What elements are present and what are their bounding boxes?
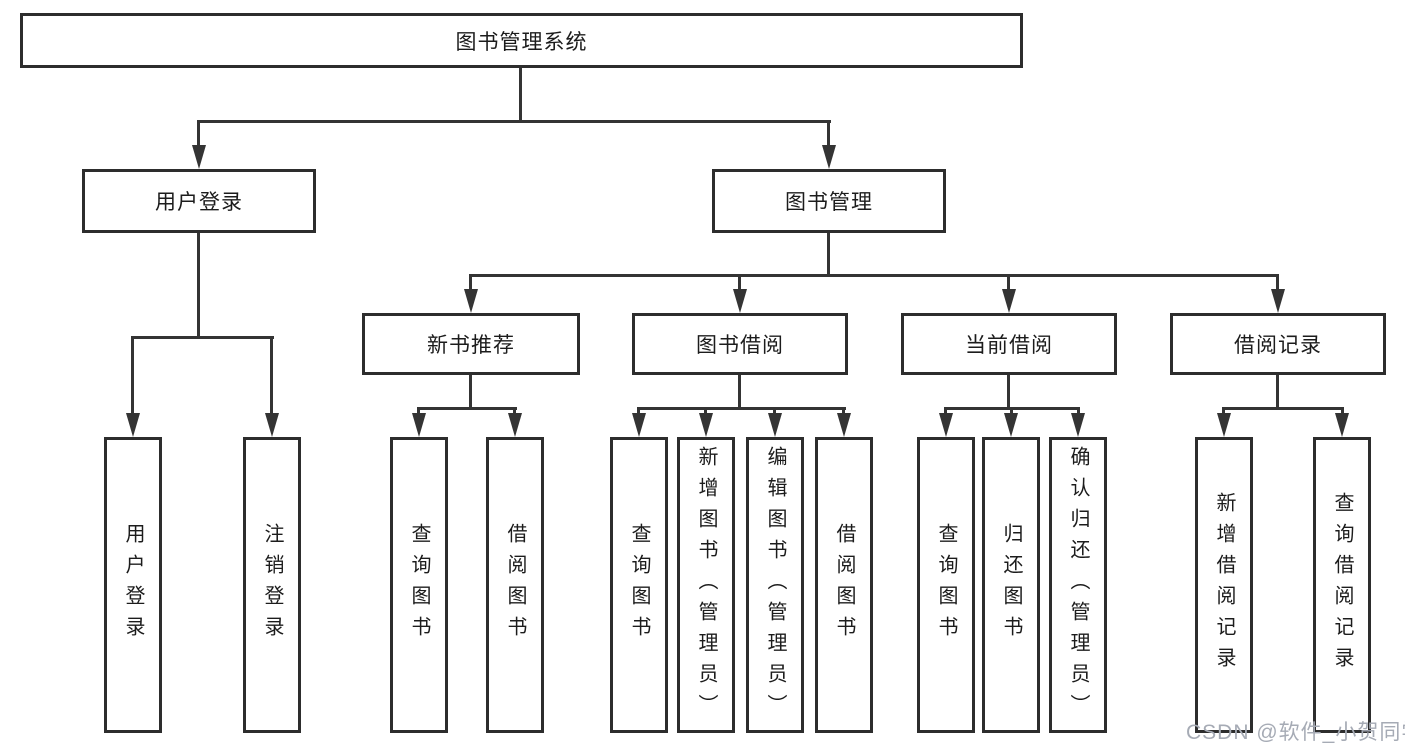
leaf-label: 确认归还（管理员） <box>1067 445 1089 725</box>
leaf-query-books-recommend: 查询图书 <box>390 437 448 733</box>
node-label: 图书管理系统 <box>455 30 588 54</box>
leaf-label: 编辑图书（管理员） <box>764 445 786 725</box>
connector-stem <box>1010 407 1013 415</box>
leaf-label: 借阅图书 <box>833 523 855 647</box>
arrowhead-down <box>508 413 522 437</box>
connector-stem <box>944 407 947 415</box>
arrowhead-down <box>699 413 713 437</box>
connector-stem <box>1222 407 1225 415</box>
leaf-user-login: 用户登录 <box>104 437 162 733</box>
leaf-query-borrow-record: 查询借阅记录 <box>1313 437 1371 733</box>
connector-stem <box>637 407 640 415</box>
connector-branch <box>131 336 274 339</box>
csdn-watermark: CSDN @软件_小贺同学 <box>1186 721 1405 744</box>
connector-stem <box>131 336 134 417</box>
arrowhead-down <box>1004 413 1018 437</box>
arrowhead-down <box>1335 413 1349 437</box>
leaf-label: 查询图书 <box>628 523 650 647</box>
node-new-book-recommendation: 新书推荐 <box>362 313 580 375</box>
node-library-management-system: 图书管理系统 <box>20 13 1023 68</box>
connector-level2-branch <box>197 120 831 123</box>
arrowhead-down <box>632 413 646 437</box>
connector-stem <box>197 233 200 338</box>
connector-root-stem <box>519 68 522 122</box>
leaf-borrow-books-recommend: 借阅图书 <box>486 437 544 733</box>
node-label: 图书借阅 <box>696 334 784 357</box>
leaf-borrow-books: 借阅图书 <box>815 437 873 733</box>
arrowhead-down <box>768 413 782 437</box>
leaf-edit-books-admin: 编辑图书（管理员） <box>746 437 804 733</box>
connector-stem <box>842 407 845 415</box>
leaf-return-books: 归还图书 <box>982 437 1040 733</box>
arrowhead-down <box>1002 289 1016 313</box>
connector-stem <box>1276 375 1279 409</box>
leaf-label: 归还图书 <box>1000 523 1022 647</box>
connector-stem <box>513 407 516 415</box>
arrowhead-down <box>1071 413 1085 437</box>
arrowhead-down <box>265 413 279 437</box>
connector-stem <box>1276 274 1279 292</box>
leaf-label: 借阅图书 <box>504 523 526 647</box>
leaf-label: 注销登录 <box>261 523 283 647</box>
node-book-management: 图书管理 <box>712 169 946 233</box>
leaf-label: 查询图书 <box>408 523 430 647</box>
connector-level3-branch <box>469 274 1279 277</box>
connector-branch <box>637 407 846 410</box>
connector-stem <box>704 407 707 415</box>
arrowhead-down <box>1217 413 1231 437</box>
connector-stem <box>417 407 420 415</box>
leaf-add-books-admin: 新增图书（管理员） <box>677 437 735 733</box>
leaf-label: 查询图书 <box>935 523 957 647</box>
arrowhead-down <box>192 145 206 169</box>
connector-stem <box>469 375 472 409</box>
node-label: 当前借阅 <box>965 334 1053 357</box>
arrowhead-down <box>939 413 953 437</box>
node-label: 新书推荐 <box>427 334 515 357</box>
connector-stem <box>270 336 273 417</box>
connector-stem <box>197 120 200 148</box>
leaf-query-books-borrowing: 查询图书 <box>610 437 668 733</box>
connector-stem <box>827 120 830 148</box>
leaf-label: 新增借阅记录 <box>1213 492 1235 678</box>
connector-stem <box>469 274 472 292</box>
arrowhead-down <box>126 413 140 437</box>
arrowhead-down <box>464 289 478 313</box>
connector-stem <box>1007 375 1010 409</box>
arrowhead-down <box>412 413 426 437</box>
leaf-logout: 注销登录 <box>243 437 301 733</box>
node-borrowing-records: 借阅记录 <box>1170 313 1386 375</box>
connector-stem <box>738 375 741 409</box>
connector-branch <box>1222 407 1344 410</box>
connector-stem <box>1341 407 1344 415</box>
arrowhead-down <box>837 413 851 437</box>
connector-stem <box>1077 407 1080 415</box>
leaf-query-books-current: 查询图书 <box>917 437 975 733</box>
leaf-label: 新增图书（管理员） <box>695 445 717 725</box>
leaf-label: 查询借阅记录 <box>1331 492 1353 678</box>
arrowhead-down <box>822 145 836 169</box>
connector-branch <box>417 407 517 410</box>
leaf-confirm-return-admin: 确认归还（管理员） <box>1049 437 1107 733</box>
node-book-borrowing: 图书借阅 <box>632 313 848 375</box>
leaf-label: 用户登录 <box>122 523 144 647</box>
connector-stem <box>1007 274 1010 292</box>
connector-stem <box>738 274 741 292</box>
connector-stem <box>773 407 776 415</box>
node-label: 借阅记录 <box>1234 334 1322 357</box>
node-label: 用户登录 <box>155 191 243 214</box>
arrowhead-down <box>733 289 747 313</box>
node-label: 图书管理 <box>785 191 873 214</box>
node-current-borrowing: 当前借阅 <box>901 313 1117 375</box>
arrowhead-down <box>1271 289 1285 313</box>
node-user-login: 用户登录 <box>82 169 316 233</box>
connector-stem <box>827 233 830 276</box>
leaf-add-borrow-record: 新增借阅记录 <box>1195 437 1253 733</box>
